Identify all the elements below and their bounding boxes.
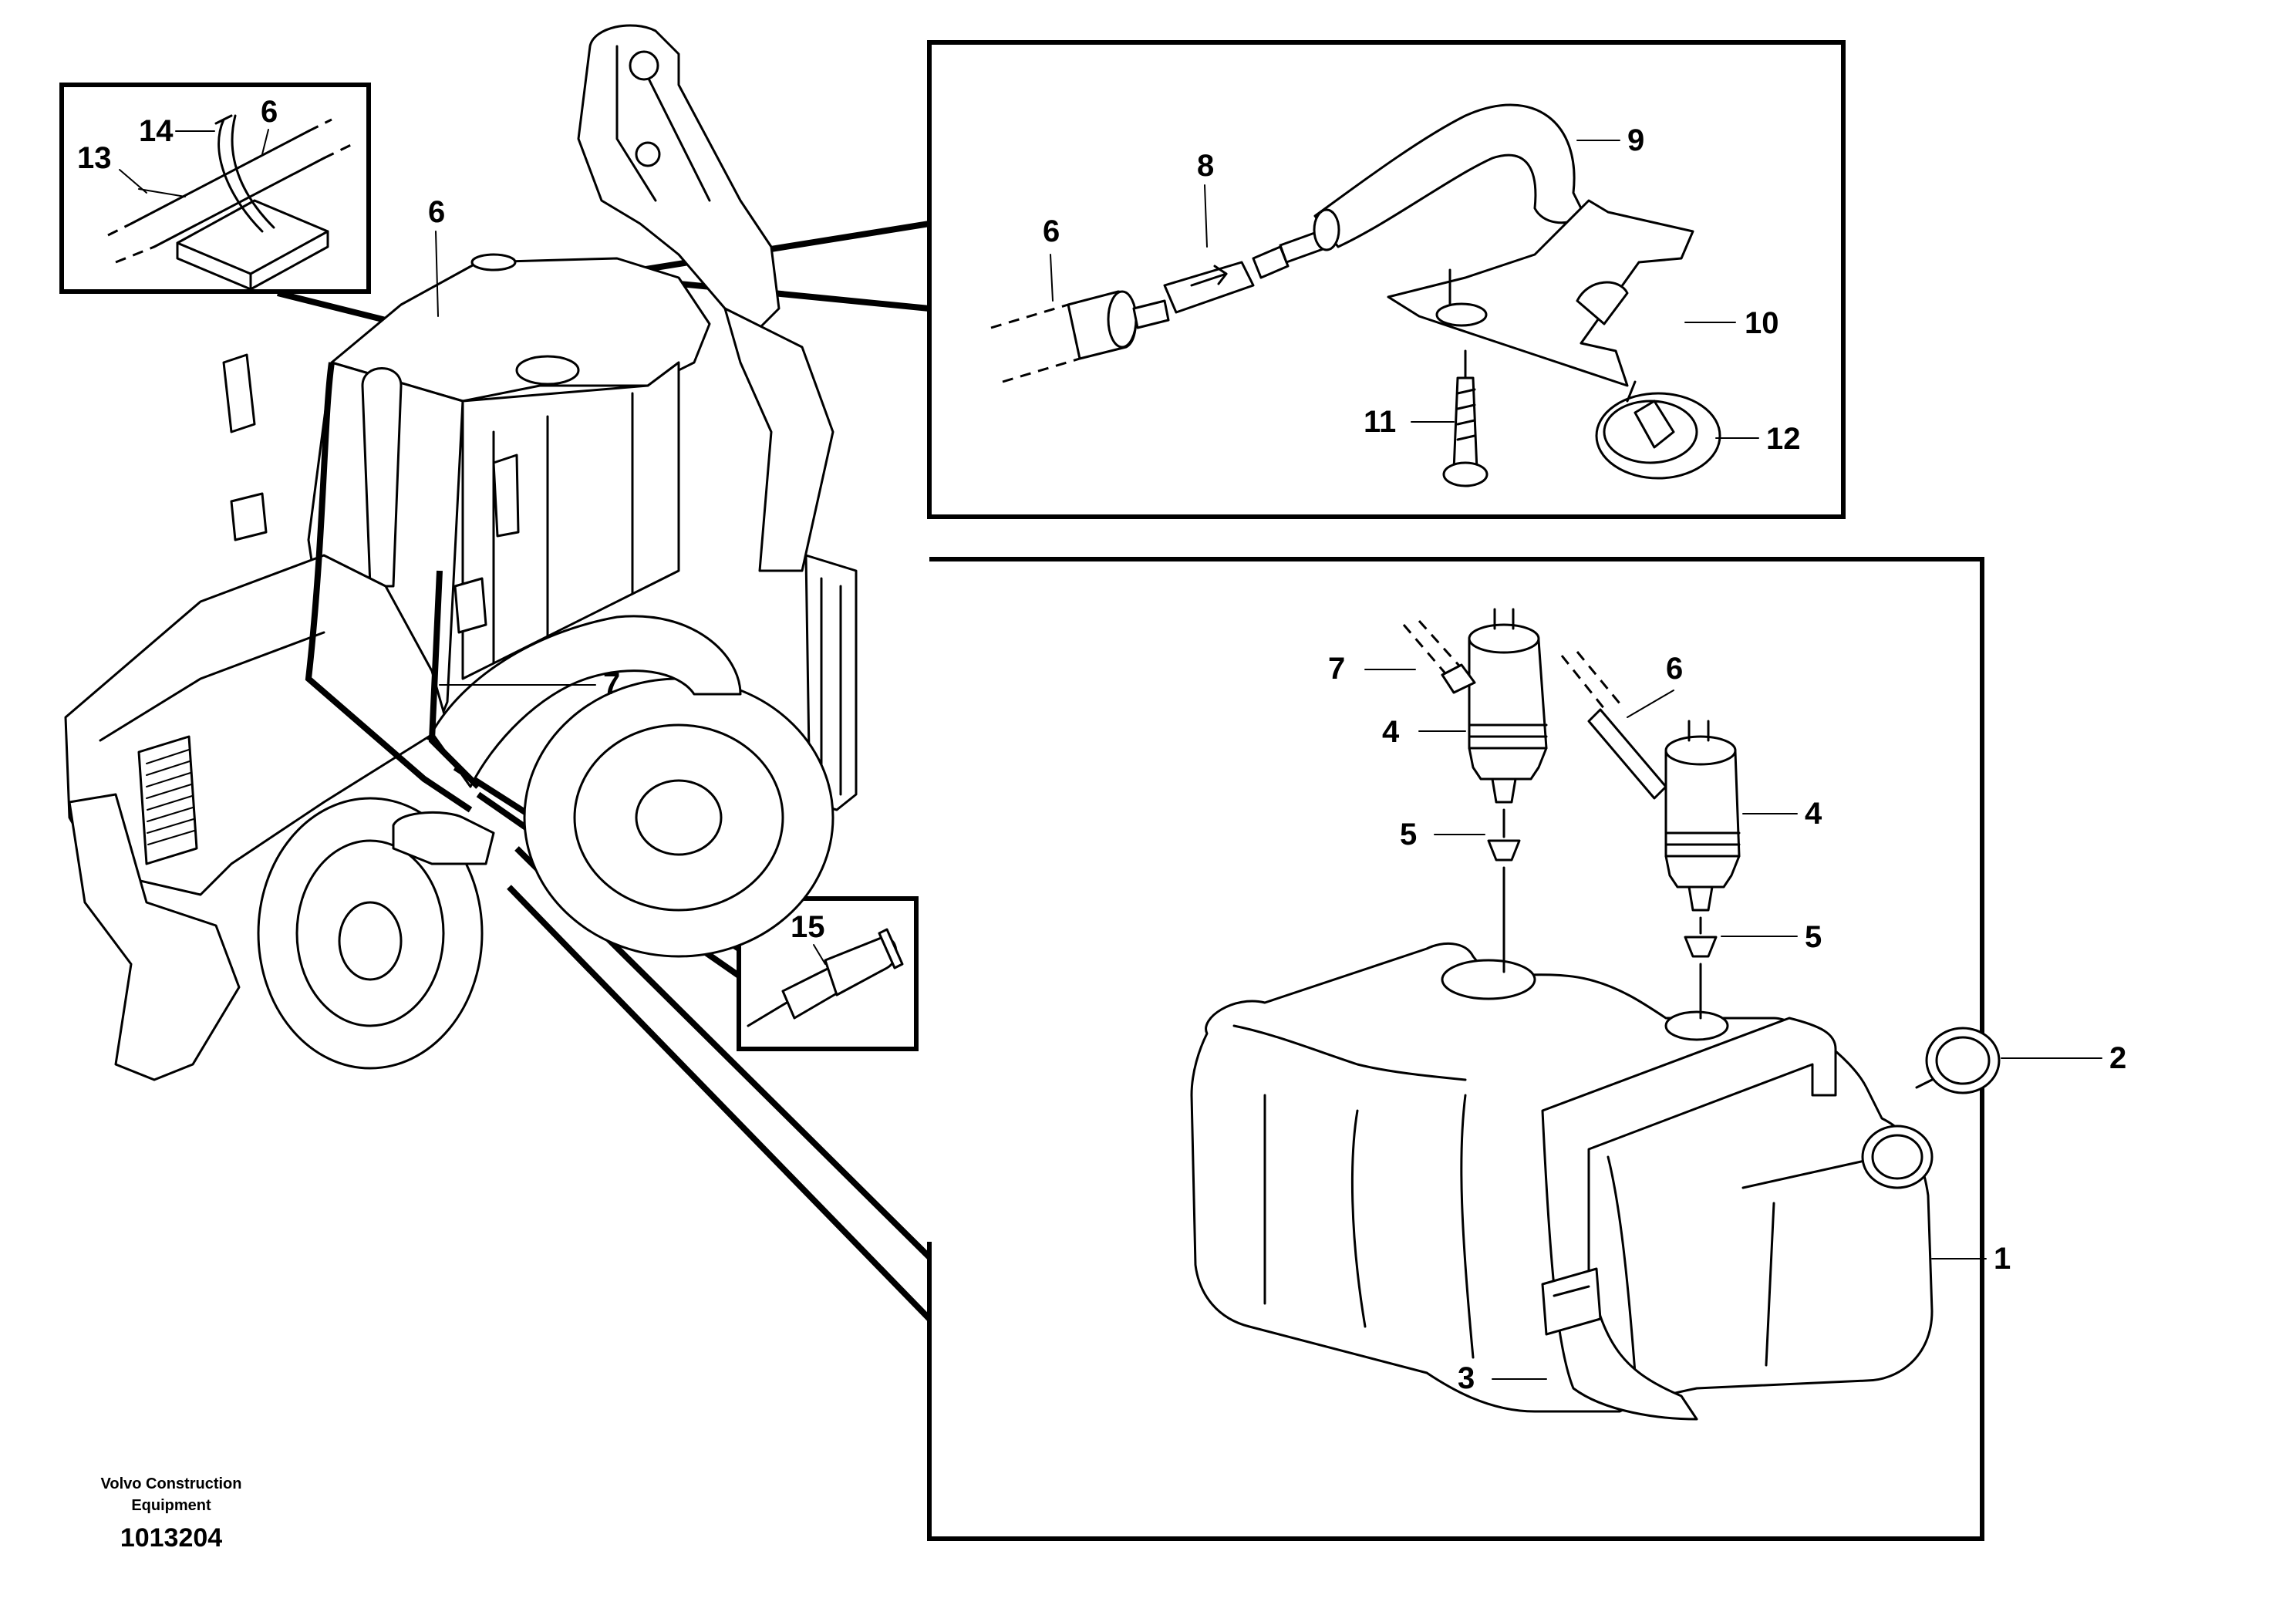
callout-8: 8: [1197, 149, 1214, 183]
drawing-number: 1013204: [120, 1523, 222, 1553]
callout-9: 9: [1627, 123, 1644, 157]
callout-15: 15: [791, 910, 825, 944]
callout-6-tank: 6: [1666, 652, 1683, 686]
callout-11: 11: [1364, 405, 1396, 439]
callout-4-right: 4: [1805, 797, 1822, 831]
callout-2: 2: [2109, 1041, 2126, 1075]
callout-3: 3: [1458, 1361, 1475, 1395]
callout-5-right: 5: [1805, 920, 1822, 954]
callout-4-left: 4: [1382, 715, 1400, 749]
callout-6-inset: 6: [261, 95, 278, 129]
callout-13: 13: [77, 141, 112, 175]
manufacturer-line1: Volvo Construction: [101, 1475, 242, 1492]
inset-washer-reservoir: 7 4 5 6 4 5 2 1 3: [507, 557, 2126, 1541]
manufacturer-line2: Equipment: [131, 1497, 211, 1514]
hose-clip-illustration: [107, 114, 352, 291]
callout-6-machine: 6: [428, 195, 445, 229]
callout-10: 10: [1745, 306, 1779, 340]
callout-7-machine: 7: [603, 667, 620, 701]
callout-12: 12: [1766, 422, 1801, 456]
hose-connector-illustration: [990, 103, 1721, 487]
callout-5-left: 5: [1400, 818, 1417, 851]
callout-6-top: 6: [1043, 214, 1060, 248]
callout-14: 14: [139, 114, 174, 148]
inset-hose-clip: 13 14 6: [59, 83, 371, 294]
sealant-tube-illustration: [747, 928, 904, 1027]
inset-hose-connector: 6 8 9 10 11 12: [616, 40, 1846, 519]
backhoe-loader-illustration: [64, 24, 858, 1081]
callout-7-tank: 7: [1328, 652, 1345, 686]
callout-1: 1: [1994, 1242, 2011, 1276]
washer-reservoir-illustration: [1190, 608, 2001, 1421]
